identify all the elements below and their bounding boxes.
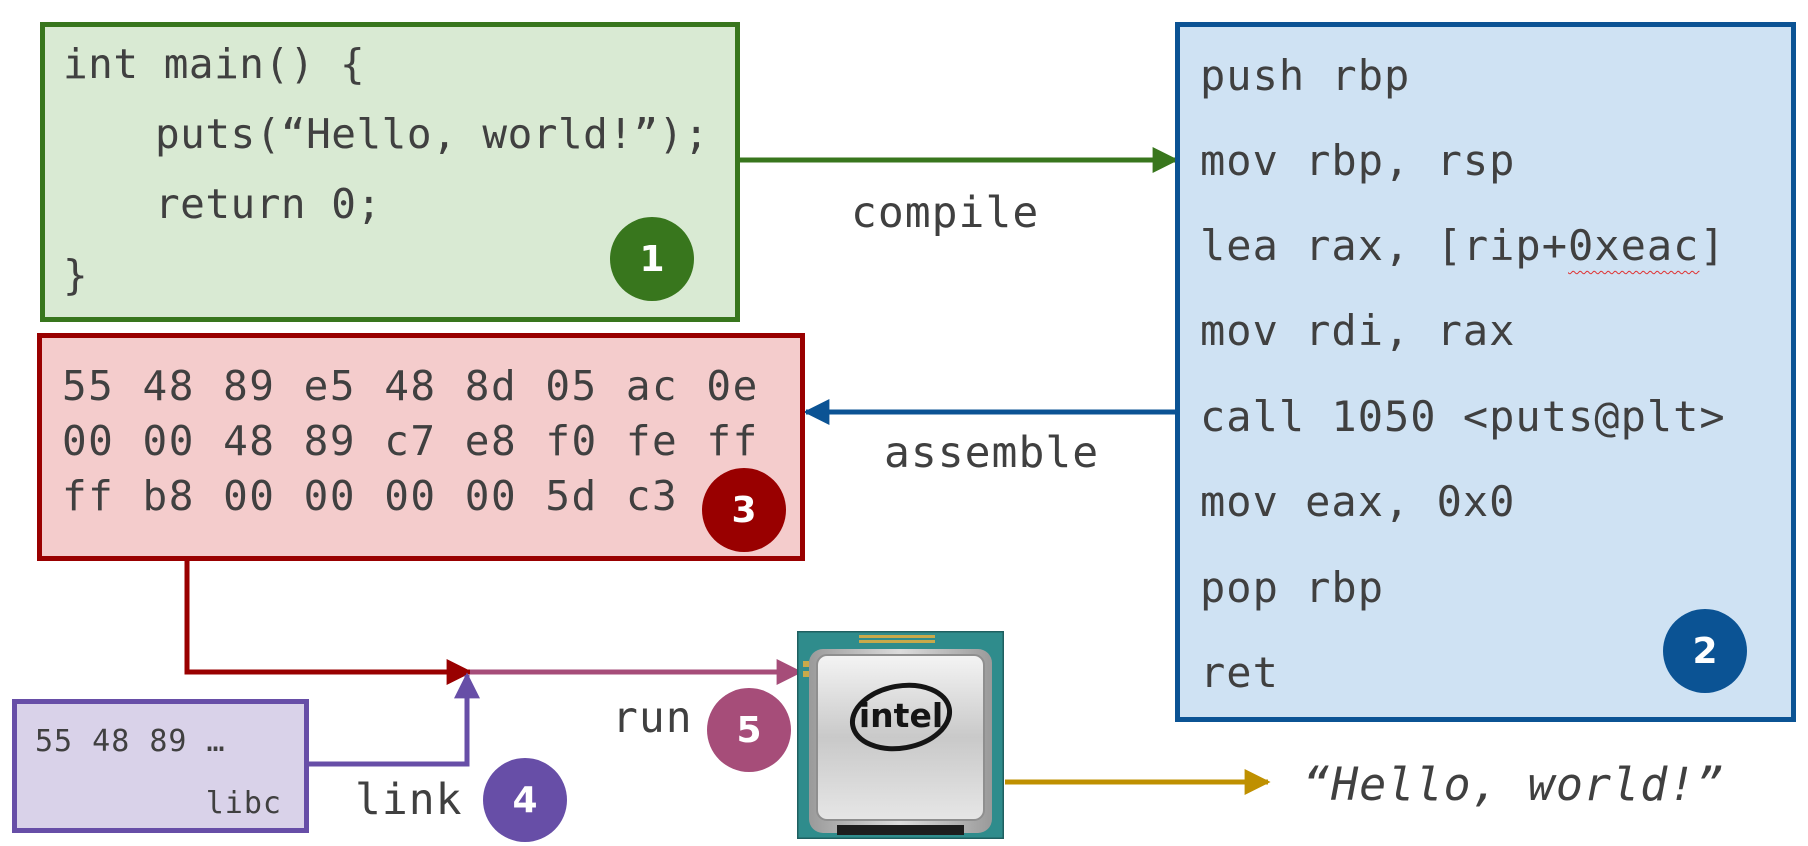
source-line-3: return 0; xyxy=(155,180,382,228)
hex-line-1: 55 48 89 e5 48 8d 05 ac 0e xyxy=(62,362,759,410)
intel-cpu-icon: intel xyxy=(797,631,1004,839)
source-line-1: int main() { xyxy=(63,40,366,88)
run-label: run xyxy=(612,693,693,743)
link-label: link xyxy=(355,775,463,825)
asm-line-5: call 1050 <puts@plt> xyxy=(1200,392,1726,441)
libc-bytes: 55 48 89 … xyxy=(35,724,226,759)
asm-line-3: lea rax, [rip+0xeac] xyxy=(1200,225,1726,267)
program-output-text: “Hello, world!” xyxy=(1303,758,1725,811)
asm-line-8: ret xyxy=(1200,648,1279,697)
source-line-2: puts(“Hello, world!”); xyxy=(155,110,710,158)
intel-logo-swoosh xyxy=(849,682,953,752)
machine-code-box: 55 48 89 e5 48 8d 05 ac 0e 00 00 48 89 c… xyxy=(37,333,805,561)
assemble-label: assemble xyxy=(884,428,1100,478)
asm-line-6: mov eax, 0x0 xyxy=(1200,477,1516,526)
asm-line-3-suffix: ] xyxy=(1699,221,1726,270)
hex-line-3: ff b8 00 00 00 00 5d c3 xyxy=(62,472,679,520)
asm-line-2: mov rbp, rsp xyxy=(1200,136,1516,185)
assembly-box: push rbp mov rbp, rsp lea rax, [rip+0xea… xyxy=(1175,22,1796,722)
libc-label: libc xyxy=(205,786,282,821)
asm-line-4: mov rdi, rax xyxy=(1200,306,1516,355)
asm-spellcheck-word: 0xeac xyxy=(1568,221,1700,270)
step-badge-4: 4 xyxy=(483,758,567,842)
compile-label: compile xyxy=(851,188,1040,238)
hex-line-2: 00 00 48 89 c7 e8 f0 fe ff xyxy=(62,417,759,465)
machine-code-to-link-arrow xyxy=(184,560,473,685)
intel-logo-text: intel xyxy=(859,696,943,735)
step-badge-5: 5 xyxy=(707,688,791,772)
step-badge-1: 1 xyxy=(610,217,694,301)
step-badge-2: 2 xyxy=(1663,609,1747,693)
asm-line-7: pop rbp xyxy=(1200,563,1385,612)
asm-line-3-prefix: lea rax, [rip+ xyxy=(1200,221,1569,270)
step-badge-3: 3 xyxy=(702,468,786,552)
source-line-4: } xyxy=(63,251,89,299)
source-code-box: int main() { puts(“Hello, world!”); retu… xyxy=(40,22,740,322)
libc-box: 55 48 89 … libc xyxy=(12,699,309,833)
libc-to-link-arrow xyxy=(308,672,480,767)
asm-line-1: push rbp xyxy=(1200,51,1411,100)
